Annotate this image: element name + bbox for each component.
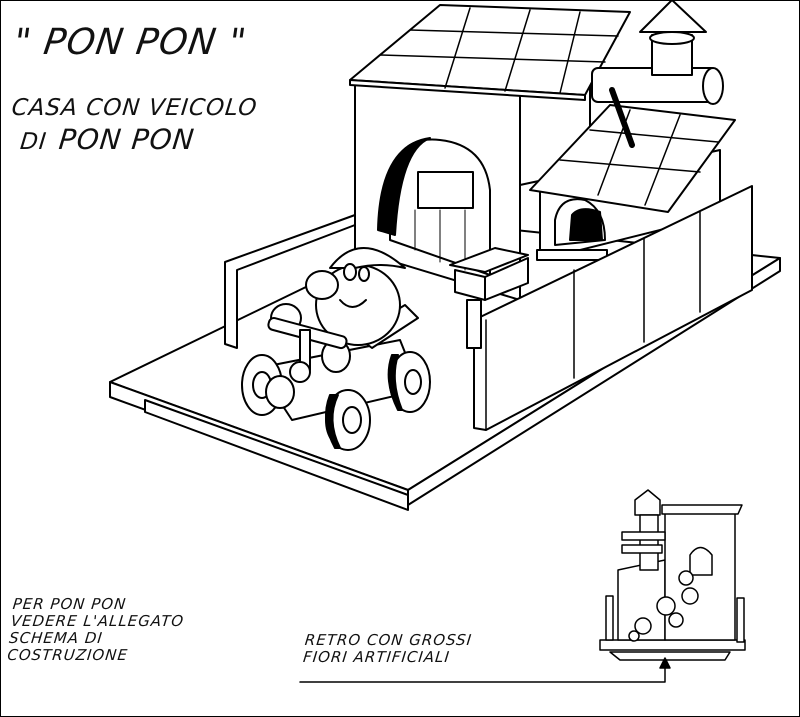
note-left-line: VEDERE L'ALLEGATO <box>10 612 186 630</box>
character-helmet <box>329 247 406 269</box>
rear-note: RETRO CON GROSSI FIORI ARTIFICIALI <box>302 631 474 666</box>
base-underside <box>144 399 409 511</box>
subtitle-line2: DI PON PON <box>7 123 256 158</box>
construction-note: PER PON PON VEDERE L'ALLEGATO SCHEMA DI … <box>6 595 186 664</box>
note-left-line: SCHEMA DI <box>8 629 104 647</box>
main-roof-edge <box>349 79 586 101</box>
note-left-line: PER PON PON <box>11 595 128 613</box>
note-left-line: COSTRUZIONE <box>6 646 129 664</box>
subtitle-line1: CASA CON VEICOLO <box>10 95 259 121</box>
annex-roof <box>529 104 736 213</box>
note-right-line: RETRO CON GROSSI <box>304 631 474 649</box>
mailbox <box>449 247 529 273</box>
note-right-line: FIORI ARTIFICIALI <box>302 648 451 666</box>
fence-left <box>224 214 356 349</box>
door-sign <box>417 171 474 209</box>
subtitle-prefix: DI <box>18 129 49 155</box>
subtitle-name: PON PON <box>57 123 197 156</box>
page-title: " PON PON " <box>11 22 250 63</box>
fence-right <box>473 185 753 431</box>
subtitle: CASA CON VEICOLO DI PON PON <box>7 92 259 158</box>
character-nose <box>305 270 339 300</box>
arrow-to-sketch <box>299 663 666 683</box>
